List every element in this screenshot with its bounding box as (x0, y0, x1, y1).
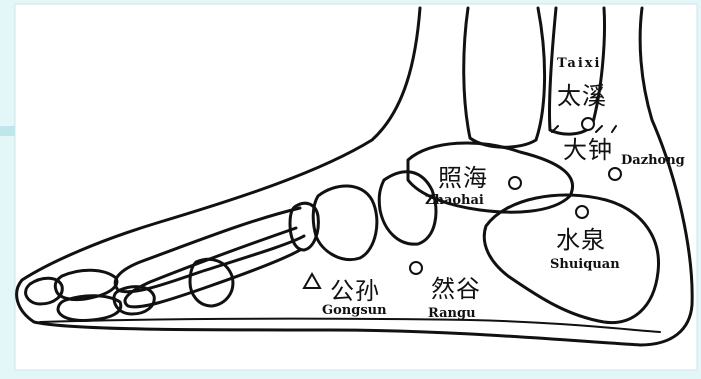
zhaohai-chinese-label: 照海 (438, 166, 488, 190)
zhaohai-marker (509, 177, 521, 189)
gongsun-pinyin-label: Gongsun (322, 304, 387, 317)
rangu-chinese-label: 然谷 (431, 277, 481, 301)
taixi-chinese-label: 太溪 (557, 84, 607, 108)
dazhong-marker (609, 168, 621, 180)
gongsun-chinese-label: 公孙 (330, 279, 380, 303)
rangu-pinyin-label: Rangu (428, 307, 476, 320)
shuiquan-pinyin-label: Shuiquan (550, 258, 620, 271)
dazhong-pinyin-label: Dazhong (621, 154, 685, 167)
zhaohai-pinyin-label: Zhaohai (425, 194, 484, 207)
taixi-marker (582, 118, 594, 130)
shuiquan-marker (576, 206, 588, 218)
taixi-pinyin-label: Taixi (557, 57, 601, 70)
shuiquan-chinese-label: 水泉 (556, 228, 606, 252)
dazhong-chinese-label: 大钟 (563, 138, 613, 162)
rangu-marker (410, 262, 422, 274)
